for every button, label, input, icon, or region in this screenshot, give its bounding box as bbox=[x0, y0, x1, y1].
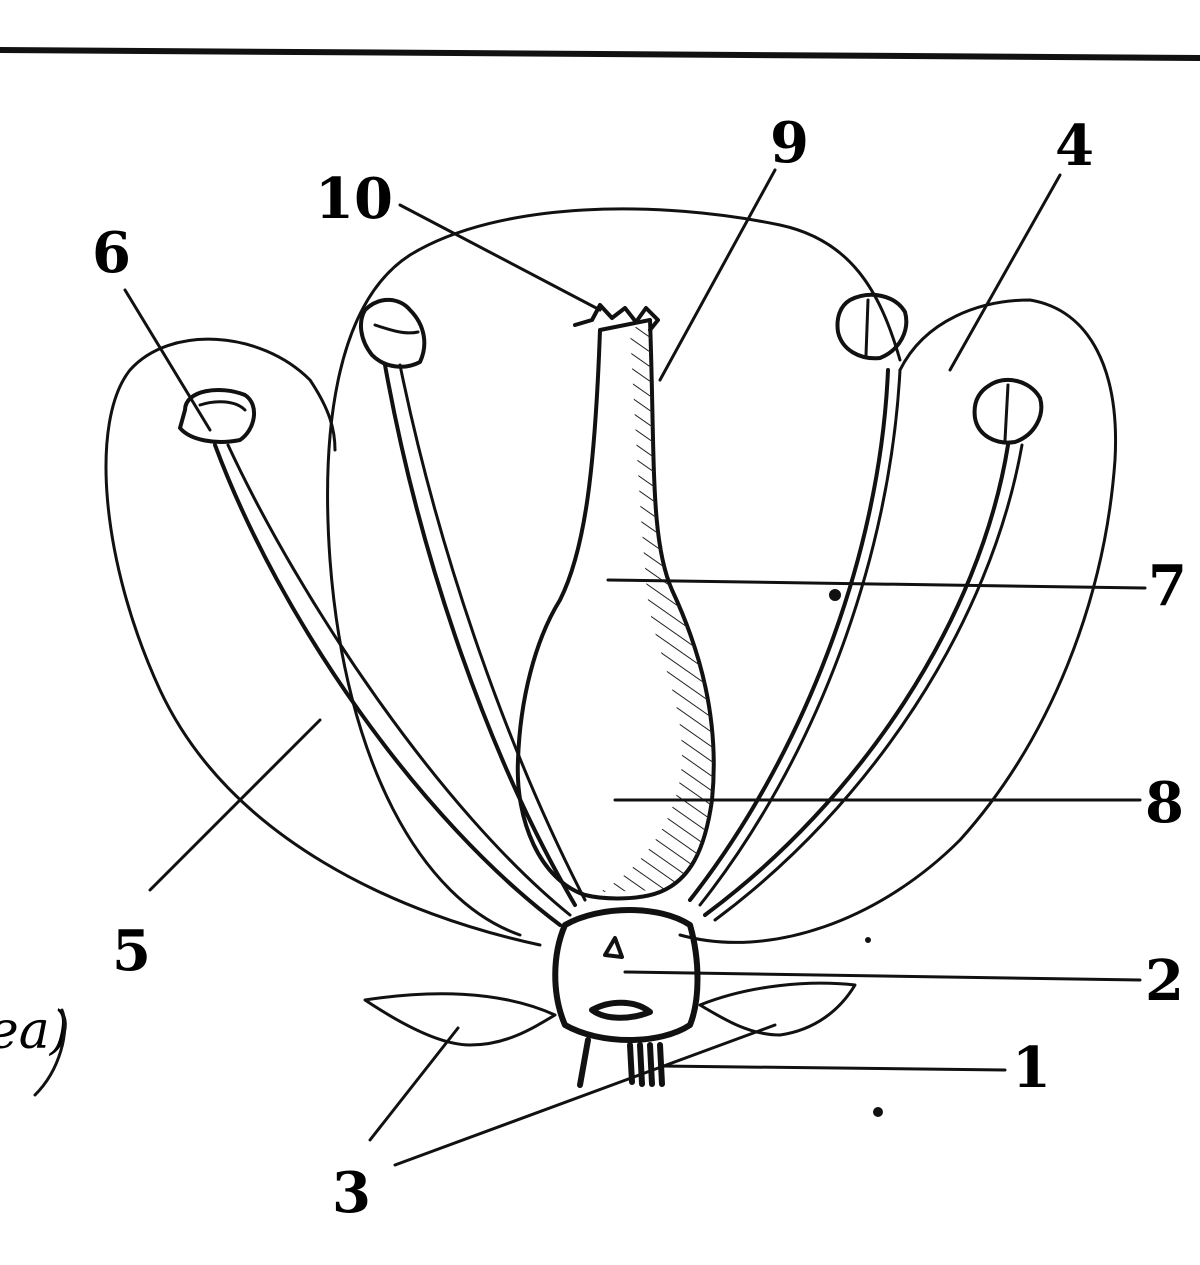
stigma bbox=[573, 303, 660, 332]
ink-speck bbox=[873, 1107, 883, 1117]
ink-speck bbox=[829, 589, 841, 601]
label-6: 6 bbox=[92, 220, 131, 286]
label-3: 3 bbox=[332, 1160, 371, 1226]
label-1: 1 bbox=[1012, 1035, 1051, 1101]
label-7: 7 bbox=[1148, 553, 1187, 619]
handwritten-note: ea) bbox=[0, 1001, 70, 1061]
pedicel bbox=[577, 1037, 665, 1088]
label-10: 10 bbox=[315, 166, 393, 232]
petal-left bbox=[104, 337, 542, 947]
label-8: 8 bbox=[1145, 770, 1184, 836]
stamen-filaments bbox=[213, 363, 1024, 927]
label-5: 5 bbox=[112, 918, 151, 984]
leader-lines bbox=[123, 168, 1147, 1167]
receptacle-slit bbox=[589, 999, 653, 1021]
label-2: 2 bbox=[1145, 948, 1184, 1014]
sepal-right bbox=[698, 981, 857, 1037]
top-rule bbox=[0, 47, 1200, 61]
petal-back bbox=[326, 207, 902, 937]
label-9: 9 bbox=[770, 110, 809, 176]
pistil-hatch-shading bbox=[600, 320, 714, 892]
petal-right bbox=[678, 298, 1118, 944]
anther-right bbox=[972, 377, 1044, 445]
anther-left bbox=[178, 388, 256, 444]
receptacle bbox=[552, 907, 701, 1043]
anther-right-inner bbox=[835, 292, 909, 361]
label-4: 4 bbox=[1055, 113, 1094, 179]
sepal-left bbox=[363, 992, 557, 1047]
anther-left-inner bbox=[358, 297, 427, 369]
handwritten-stroke bbox=[33, 1008, 67, 1097]
ovule-marking bbox=[603, 936, 624, 959]
ink-speck bbox=[865, 937, 871, 943]
